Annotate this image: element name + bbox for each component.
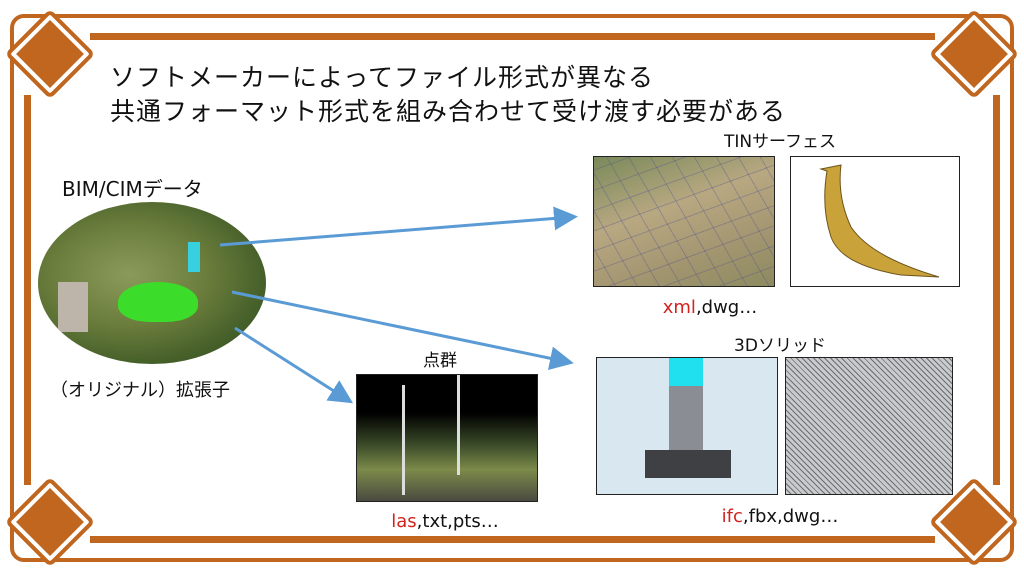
solid-pier-image bbox=[596, 357, 778, 495]
title-line-2: 共通フォーマット形式を組み合わせて受け渡す必要がある bbox=[110, 97, 787, 126]
pointcloud-label: 点群 bbox=[423, 351, 457, 371]
tin-ext-highlight: xml bbox=[662, 297, 696, 318]
source-image bbox=[38, 202, 266, 364]
source-caption: （オリジナル）拡張子 bbox=[50, 380, 230, 401]
source-label: BIM/CIMデータ bbox=[62, 177, 203, 201]
surface-shape bbox=[819, 164, 940, 278]
pointcloud-ext-highlight: las bbox=[391, 511, 417, 532]
frame-bottom-bar bbox=[90, 536, 935, 543]
solid-extensions: ifc,fbx,dwg… bbox=[680, 506, 880, 527]
arrow-to-pointcloud bbox=[234, 326, 354, 404]
pointcloud-image bbox=[356, 374, 538, 502]
tin-extensions: xml,dwg… bbox=[630, 297, 790, 318]
frame-right-bar bbox=[993, 95, 1000, 485]
solid-mesh-image bbox=[785, 357, 953, 495]
title-line-1: ソフトメーカーによってファイル形式が異なる bbox=[110, 63, 655, 92]
solid-ext-highlight: ifc bbox=[721, 506, 743, 527]
pointcloud-extensions: las,txt,pts… bbox=[350, 511, 540, 532]
outer-frame bbox=[10, 14, 1014, 562]
tin-ext-rest: ,dwg… bbox=[695, 297, 758, 318]
arrow-to-tin bbox=[219, 206, 578, 247]
tin-terrain-image bbox=[593, 156, 775, 287]
frame-top-bar bbox=[90, 33, 935, 40]
tin-surface-image bbox=[790, 156, 960, 287]
frame-left-bar bbox=[24, 95, 31, 485]
solid-label: 3Dソリッド bbox=[734, 336, 826, 356]
solid-ext-rest: ,fbx,dwg… bbox=[742, 506, 839, 527]
pointcloud-ext-rest: ,txt,pts… bbox=[416, 511, 499, 532]
tin-label: TINサーフェス bbox=[723, 132, 837, 152]
arrow-to-solid bbox=[231, 290, 574, 371]
